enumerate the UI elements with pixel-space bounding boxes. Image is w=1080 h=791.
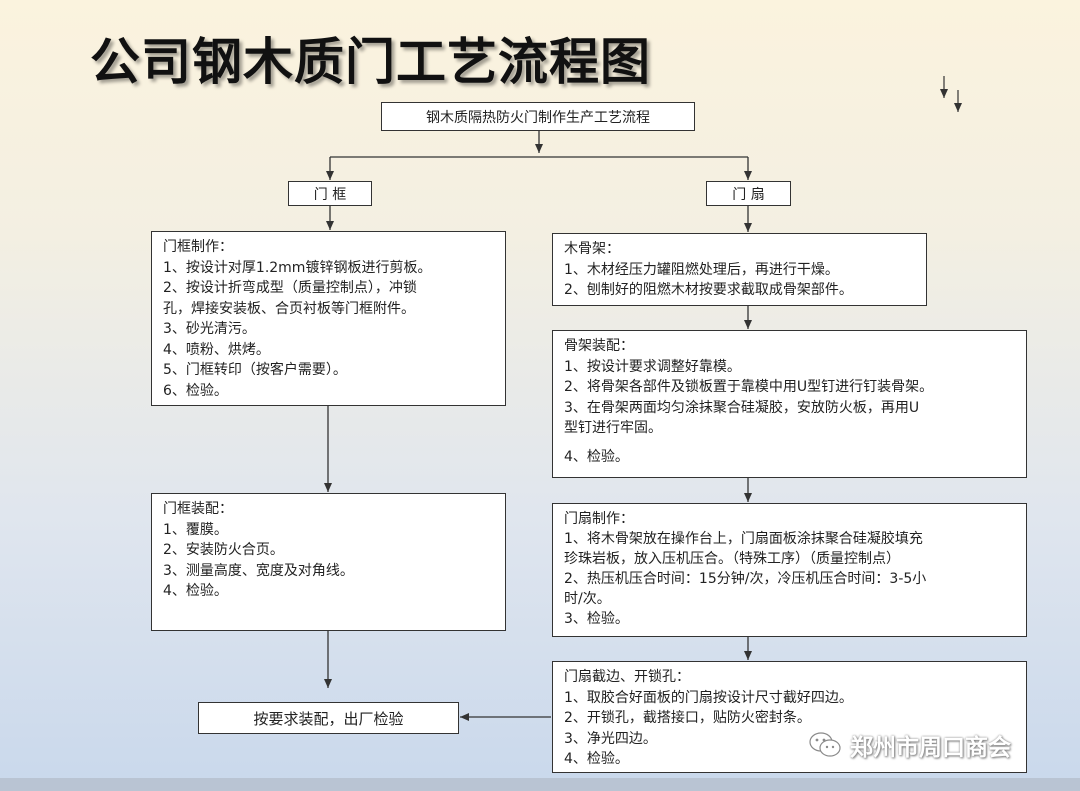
- leaf-edging-step: 2、开锁孔，截搭接口，贴防火密封条。: [564, 710, 811, 726]
- frame-assembly-step: 3、测量高度、宽度及对角线。: [163, 562, 354, 579]
- leaf-making-step: 时/次。: [564, 591, 611, 607]
- wechat-icon: [809, 732, 841, 757]
- watermark-text: 郑州市周口商会: [850, 735, 1011, 761]
- wood-frame-box: 木骨架： 1、木材经压力罐阻燃处理后，再进行干燥。 2、刨制好的阻燃木材按要求截…: [552, 233, 927, 306]
- leaf-making-step: 2、热压机压合时间：15分钟/次，冷压机压合时间：3-5小: [564, 571, 927, 587]
- frame-branch-label: 门 框: [288, 181, 372, 206]
- frame-assembly-box: 门框装配： 1、覆膜。 2、安装防火合页。 3、测量高度、宽度及对角线。 4、检…: [151, 493, 506, 631]
- frame-making-heading: 门框制作：: [163, 239, 233, 255]
- skeleton-assembly-step: 3、在骨架两面均匀涂抹聚合硅凝胶，安放防火板，再用U: [564, 399, 920, 416]
- skeleton-assembly-step: 型钉进行牢固。: [564, 420, 662, 436]
- skeleton-assembly-step: 2、将骨架各部件及锁板置于靠模中用U型钉进行钉装骨架。: [564, 379, 934, 395]
- leaf-making-step: 3、检验。: [564, 611, 629, 627]
- leaf-making-step: 1、将木骨架放在操作台上，门扇面板涂抹聚合硅凝胶填充: [564, 531, 923, 547]
- skeleton-assembly-step: 1、按设计要求调整好靠模。: [564, 358, 741, 375]
- wood-frame-step: 1、木材经压力罐阻燃处理后，再进行干燥。: [564, 261, 839, 278]
- frame-assembly-step: 1、覆膜。: [163, 521, 228, 538]
- skeleton-assembly-box: 骨架装配： 1、按设计要求调整好靠模。 2、将骨架各部件及锁板置于靠模中用U型钉…: [552, 330, 1027, 478]
- frame-making-step: 孔，焊接安装板、合页衬板等门框附件。: [163, 300, 415, 317]
- leaf-edging-step: 1、取胶合好面板的门扇按设计尺寸截好四边。: [564, 689, 853, 706]
- frame-assembly-step: 4、检验。: [163, 583, 228, 599]
- wood-frame-heading: 木骨架：: [564, 241, 620, 257]
- leaf-edging-box: 门扇截边、开锁孔： 1、取胶合好面板的门扇按设计尺寸截好四边。 2、开锁孔，截搭…: [552, 661, 1027, 773]
- stray-arrows: [940, 76, 962, 112]
- frame-making-step: 5、门框转印（按客户需要）。: [163, 362, 347, 378]
- leaf-edging-step: 3、净光四边。: [564, 730, 657, 747]
- process-title-box: 钢木质隔热防火门制作生产工艺流程: [381, 102, 695, 131]
- wood-frame-step: 2、刨制好的阻燃木材按要求截取成骨架部件。: [564, 282, 853, 298]
- frame-making-box: 门框制作： 1、按设计对厚1.2mm镀锌钢板进行剪板。 2、按设计折弯成型（质量…: [151, 231, 506, 406]
- frame-assembly-step: 2、安装防火合页。: [163, 542, 284, 558]
- leaf-branch-label: 门 扇: [706, 181, 791, 206]
- page-title: 公司钢木质门工艺流程图: [90, 33, 651, 91]
- frame-making-step: 4、喷粉、烘烤。: [163, 341, 270, 358]
- bottom-band: [0, 778, 1080, 791]
- final-inspection-box: 按要求装配，出厂检验: [198, 702, 459, 734]
- leaf-making-box: 门扇制作： 1、将木骨架放在操作台上，门扇面板涂抹聚合硅凝胶填充 珍珠岩板，放入…: [552, 503, 1027, 637]
- leaf-edging-heading: 门扇截边、开锁孔：: [564, 669, 690, 685]
- leaf-making-step: 珍珠岩板，放入压机压合。（特殊工序）（质量控制点）: [564, 551, 900, 567]
- frame-making-step: 1、按设计对厚1.2mm镀锌钢板进行剪板。: [163, 259, 432, 276]
- leaf-making-heading: 门扇制作：: [564, 511, 634, 527]
- leaf-edging-step: 4、检验。: [564, 751, 629, 767]
- frame-making-step: 2、按设计折弯成型（质量控制点），冲锁: [163, 280, 417, 296]
- frame-making-step: 6、检验。: [163, 382, 228, 399]
- skeleton-assembly-heading: 骨架装配：: [564, 338, 634, 354]
- skeleton-assembly-step: 4、检验。: [564, 448, 629, 465]
- frame-making-step: 3、砂光清污。: [163, 321, 256, 337]
- watermark: 郑州市周口商会: [808, 728, 1011, 762]
- frame-assembly-heading: 门框装配：: [163, 501, 233, 517]
